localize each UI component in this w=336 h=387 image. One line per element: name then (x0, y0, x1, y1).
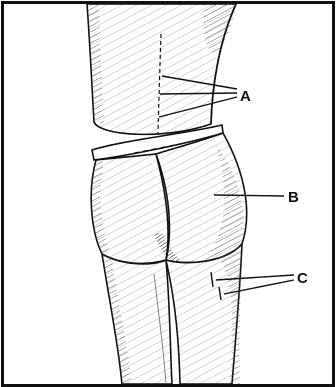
anatomical-illustration: A B C (4, 4, 332, 384)
label-a: A (240, 88, 251, 105)
right-leg (166, 244, 242, 384)
label-c: C (297, 270, 308, 287)
torso (87, 4, 236, 134)
labels: A B C (240, 88, 308, 287)
label-b: B (288, 189, 299, 206)
left-leg (102, 254, 172, 384)
